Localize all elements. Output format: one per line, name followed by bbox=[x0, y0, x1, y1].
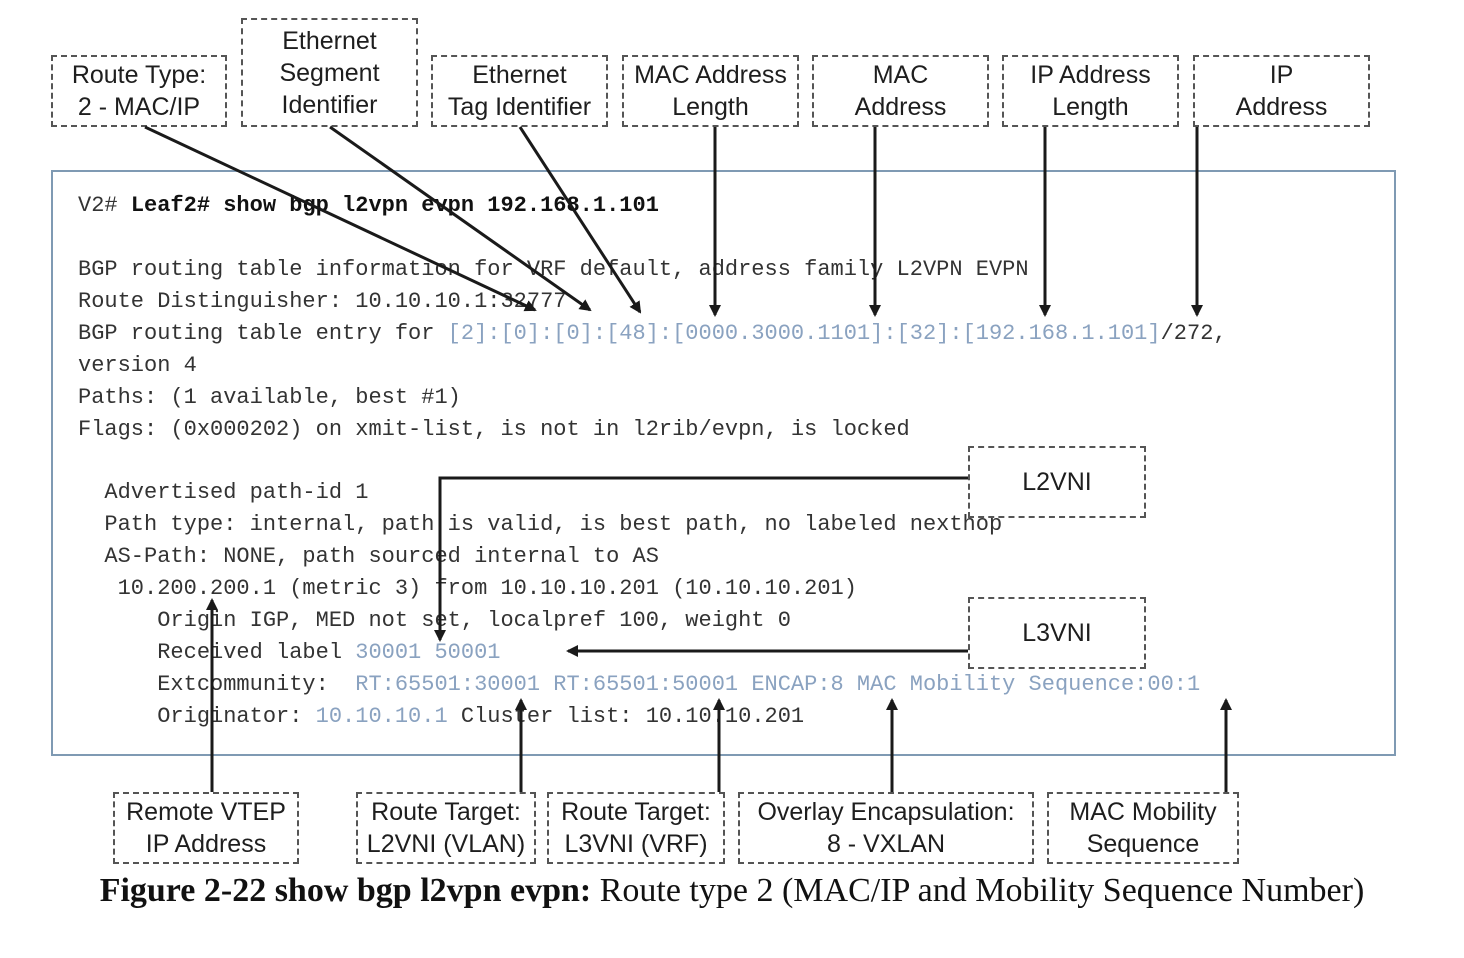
callout-remote-vtep-ip: Remote VTEP IP Address bbox=[113, 792, 299, 864]
terminal-command: Leaf2# show bgp l2vpn evpn 192.168.1.101 bbox=[130, 193, 659, 218]
callout-route-target-l3vni: Route Target: L3VNI (VRF) bbox=[547, 792, 725, 864]
terminal-line-entry: BGP routing table entry for [2]:[0]:[0]:… bbox=[78, 321, 1227, 346]
terminal-line-rd: Route Distinguisher: 10.10.10.1:32777 bbox=[78, 289, 567, 314]
terminal-command-line: V2# Leaf2# show bgp l2vpn evpn 192.168.1… bbox=[78, 193, 659, 218]
terminal-line-version: version 4 bbox=[78, 353, 197, 378]
terminal-line-paths: Paths: (1 available, best #1) bbox=[78, 385, 461, 410]
figure-caption: Figure 2-22 show bgp l2vpn evpn: Route t… bbox=[0, 868, 1464, 914]
terminal-line-flags: Flags: (0x000202) on xmit-list, is not i… bbox=[78, 417, 910, 442]
callout-l3vni: L3VNI bbox=[968, 597, 1146, 669]
callout-mac-mobility-sequence: MAC Mobility Sequence bbox=[1047, 792, 1239, 864]
terminal-line-as-path: AS-Path: NONE, path sourced internal to … bbox=[78, 544, 659, 569]
callout-ethernet-segment-identifier: Ethernet Segment Identifier bbox=[241, 18, 418, 127]
terminal-line-bgp-info: BGP routing table information for VRF de… bbox=[78, 257, 1029, 282]
caption-text: Route type 2 (MAC/IP and Mobility Sequen… bbox=[591, 872, 1365, 909]
extcommunity-values: RT:65501:30001 RT:65501:50001 ENCAP:8 MA… bbox=[355, 672, 1201, 697]
route-entry-highlight: [2]:[0]:[0]:[48]:[0000.3000.1101]:[32]:[… bbox=[447, 321, 1161, 346]
terminal-line-label: Received label 30001 50001 bbox=[78, 640, 501, 665]
terminal-line-originator: Originator: 10.10.10.1 Cluster list: 10.… bbox=[78, 704, 805, 729]
terminal-line-nexthop: 10.200.200.1 (metric 3) from 10.10.10.20… bbox=[78, 576, 857, 601]
callout-mac-address-length: MAC Address Length bbox=[622, 55, 799, 127]
callout-overlay-encapsulation: Overlay Encapsulation: 8 - VXLAN bbox=[738, 792, 1034, 864]
originator-value: 10.10.10.1 bbox=[315, 704, 448, 729]
callout-ethernet-tag-identifier: Ethernet Tag Identifier bbox=[431, 55, 608, 127]
callout-l2vni: L2VNI bbox=[968, 446, 1146, 518]
callout-ip-address-length: IP Address Length bbox=[1002, 55, 1179, 127]
terminal-line-origin: Origin IGP, MED not set, localpref 100, … bbox=[78, 608, 791, 633]
caption-title: Figure 2-22 show bgp l2vpn evpn: bbox=[99, 872, 592, 909]
terminal-line-advertised: Advertised path-id 1 bbox=[78, 480, 369, 505]
terminal-line-extcommunity: Extcommunity: RT:65501:30001 RT:65501:50… bbox=[78, 672, 1201, 697]
callout-route-target-l2vni: Route Target: L2VNI (VLAN) bbox=[356, 792, 536, 864]
callout-mac-address: MAC Address bbox=[812, 55, 989, 127]
callout-ip-address: IP Address bbox=[1193, 55, 1370, 127]
received-label-values: 30001 50001 bbox=[355, 640, 501, 665]
terminal-line-path-type: Path type: internal, path is valid, is b… bbox=[78, 512, 1003, 537]
terminal-output-box bbox=[51, 170, 1396, 756]
callout-route-type: Route Type: 2 - MAC/IP bbox=[51, 55, 227, 127]
